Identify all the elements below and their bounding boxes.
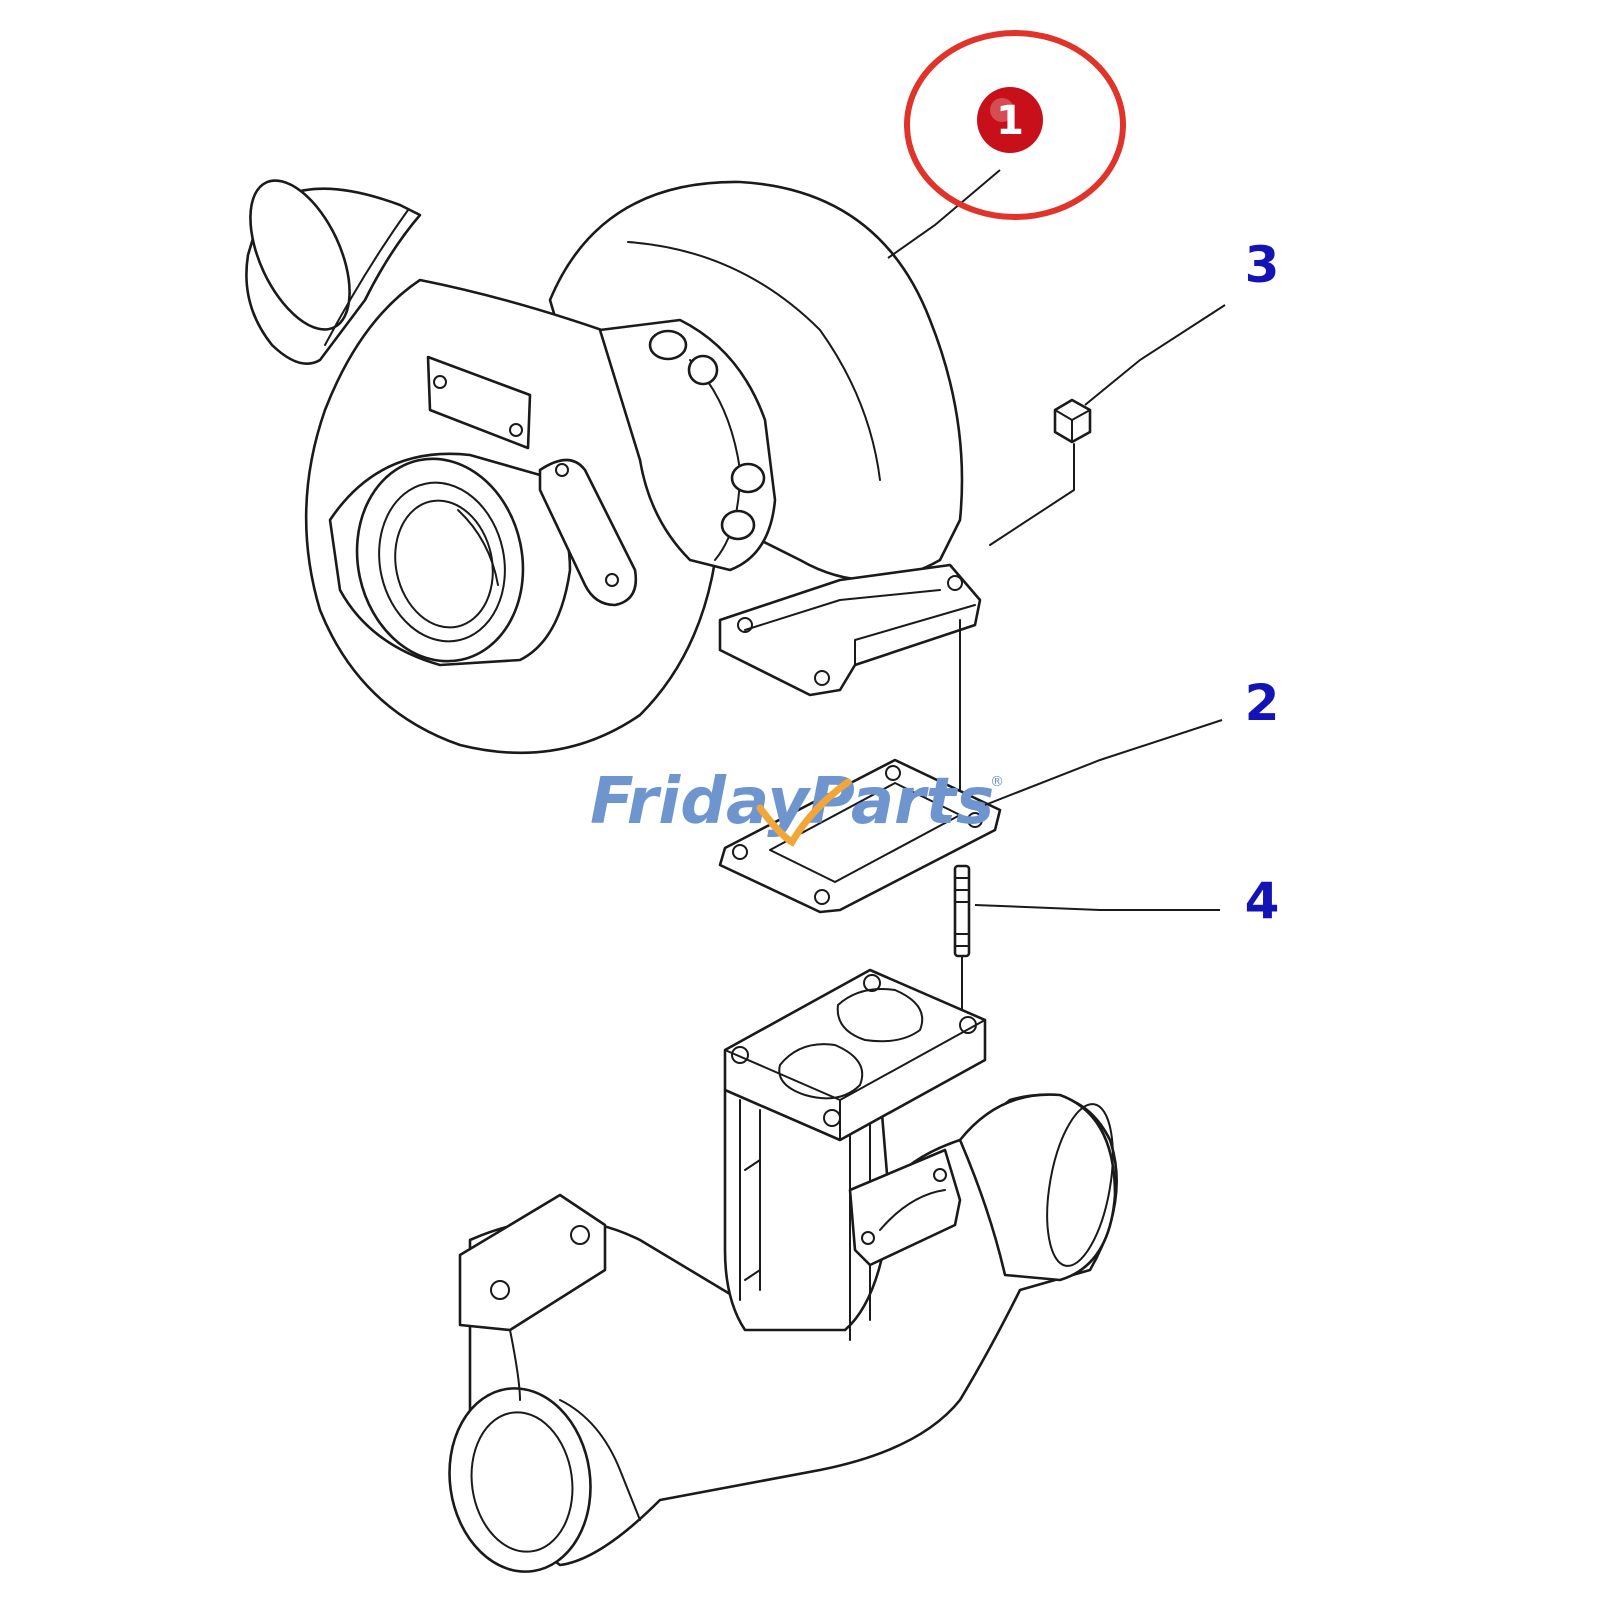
watermark-logo: Friday Parts ®: [590, 765, 1004, 847]
watermark-text-parts: Parts: [808, 765, 994, 839]
leader-line-1: [887, 169, 1001, 259]
stud-part: [953, 864, 971, 1011]
callout-1-highlight-ring: [904, 30, 1126, 220]
callout-1-badge: [977, 87, 1043, 153]
callout-4-label: 4: [1245, 872, 1280, 930]
watermark-accent-mark: [756, 778, 852, 847]
leader-line-3: [1084, 304, 1226, 406]
callout-1-label: 1: [996, 98, 1024, 144]
exhaust-manifold: [448, 968, 1118, 1573]
gasket-part: [718, 758, 1002, 914]
turbocharger-part: [245, 179, 982, 755]
leader-line-2: [984, 719, 1223, 806]
watermark-registered-mark: ®: [990, 774, 1004, 790]
callout-2-label: 2: [1245, 674, 1280, 732]
callout-3-label: 3: [1245, 236, 1280, 294]
leader-line-4: [974, 904, 1220, 911]
nut-part: [989, 398, 1092, 546]
